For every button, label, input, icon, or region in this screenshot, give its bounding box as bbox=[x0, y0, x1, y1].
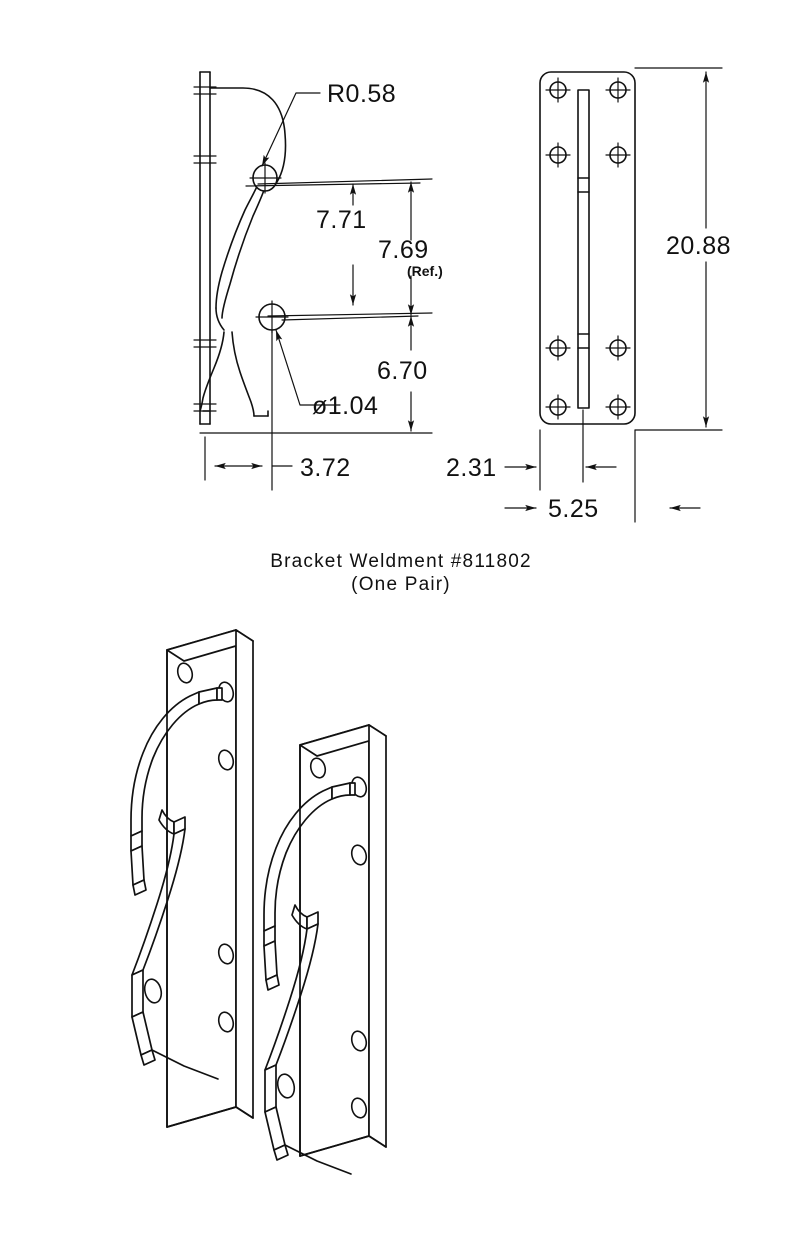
caption-line-1: Bracket Weldment #811802 bbox=[270, 551, 532, 572]
iso-bolt-hole bbox=[176, 662, 194, 684]
dim-width-5-25: 5.25 bbox=[504, 429, 701, 523]
dim-width-5-25-text: 5.25 bbox=[548, 495, 599, 523]
dim-height-7-69-note: (Ref.) bbox=[407, 263, 443, 279]
dim-depth-3-72: 3.72 bbox=[204, 329, 351, 491]
dim-overall-height-20-88: 20.88 bbox=[634, 67, 731, 431]
iso-bolt-hole bbox=[350, 1030, 368, 1052]
dim-radius-top: R0.58 bbox=[261, 80, 396, 167]
dim-offset-2-31: 2.31 bbox=[446, 409, 617, 491]
front-side-profile-view: R0.58 7.71 bbox=[193, 71, 443, 491]
dim-hole-diameter-text: ø1.04 bbox=[312, 392, 378, 420]
mounting-plate-edge bbox=[193, 71, 217, 425]
bolt-hole bbox=[605, 394, 631, 420]
dim-overall-height-20-88-text: 20.88 bbox=[666, 232, 731, 260]
caption-line-2: (One Pair) bbox=[351, 574, 451, 595]
iso-bolt-hole bbox=[217, 943, 235, 965]
dim-height-7-69-text: 7.69 bbox=[378, 236, 429, 264]
isometric-bracket-left bbox=[130, 629, 254, 1128]
upper-radius-boss bbox=[249, 162, 282, 194]
isometric-pair-view bbox=[130, 629, 387, 1175]
plate-outline bbox=[539, 71, 636, 425]
bolt-hole bbox=[605, 335, 631, 361]
bolt-hole bbox=[545, 77, 571, 103]
dim-radius-top-text: R0.58 bbox=[327, 80, 396, 108]
drawing-caption: Bracket Weldment #811802 (One Pair) bbox=[270, 551, 532, 595]
dim-offset-2-31-text: 2.31 bbox=[446, 454, 497, 482]
iso-bolt-hole bbox=[350, 844, 368, 866]
bolt-hole bbox=[605, 142, 631, 168]
iso-arm-slot-hole bbox=[143, 978, 163, 1004]
iso-bolt-hole bbox=[217, 1011, 235, 1033]
dim-height-7-71-text: 7.71 bbox=[316, 206, 367, 234]
dim-height-7-71: 7.71 bbox=[316, 183, 367, 306]
dim-depth-3-72-text: 3.72 bbox=[300, 454, 351, 482]
dim-height-7-69-ref: 7.69 (Ref.) bbox=[378, 181, 443, 316]
plate-bolt-holes bbox=[545, 77, 631, 420]
iso-bolt-hole bbox=[217, 749, 235, 771]
ext-line-upper bbox=[245, 178, 433, 187]
bracket-arm-profile bbox=[199, 87, 287, 417]
bolt-hole bbox=[545, 335, 571, 361]
dim-height-6-70-text: 6.70 bbox=[377, 357, 428, 385]
dim-hole-diameter: ø1.04 bbox=[275, 329, 378, 420]
lower-pivot-hole bbox=[255, 300, 289, 334]
bolt-hole bbox=[605, 77, 631, 103]
iso-bolt-hole bbox=[350, 1097, 368, 1119]
plate-face-view: 20.88 2.31 5.25 bbox=[446, 67, 731, 523]
iso-bolt-hole bbox=[309, 757, 327, 779]
iso-arm-slot-hole bbox=[276, 1073, 296, 1099]
bolt-hole bbox=[545, 394, 571, 420]
isometric-bracket-right bbox=[263, 724, 387, 1175]
plate-center-slot bbox=[577, 89, 590, 409]
plate-edge-hole-marks bbox=[193, 86, 217, 412]
ext-line-lower bbox=[267, 312, 433, 321]
dim-height-6-70: 6.70 bbox=[377, 315, 428, 432]
bolt-hole bbox=[545, 142, 571, 168]
